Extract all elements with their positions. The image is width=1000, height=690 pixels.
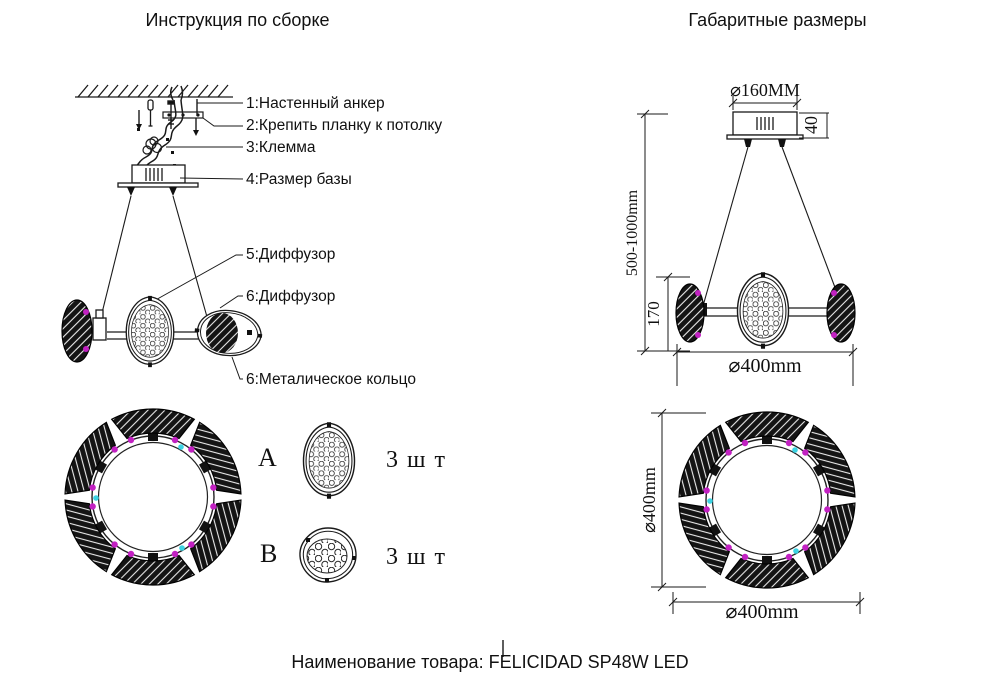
wire-bundle	[134, 85, 184, 171]
callout-diffuser-6: 6:Диффузор	[246, 288, 336, 305]
side-diffuser	[675, 283, 705, 343]
callout-terminal: 3:Клемма	[246, 139, 316, 156]
top-view-right	[670, 412, 864, 588]
dim-label-ring-diameter-side: ⌀400mm	[728, 355, 802, 377]
dim-suspension-height	[637, 109, 668, 356]
right-panel-title: Габаритные размеры	[688, 10, 867, 30]
callout-leaders	[151, 102, 244, 380]
screwdriver-icon	[147, 99, 154, 127]
ceiling-hatch	[77, 84, 229, 98]
side-view-right	[675, 272, 856, 349]
suspension-wire	[98, 195, 132, 326]
metal-ring-diffuser	[192, 307, 265, 360]
callout-diffuser-5: 5:Диффузор	[246, 246, 336, 263]
side-view-left	[61, 195, 265, 367]
diffuser-a	[738, 272, 789, 349]
dim-ring-diameter-side	[672, 344, 858, 386]
arrow-down-icon	[136, 110, 199, 136]
legend-icon-a	[304, 422, 355, 499]
side-diffuser	[826, 283, 856, 343]
ceiling	[75, 84, 233, 98]
suspension-wire	[172, 195, 210, 325]
left-panel-title: Инструкция по сборке	[145, 10, 330, 30]
suspension-wires-right	[702, 146, 843, 307]
diffuser-a	[126, 296, 174, 367]
dim-label-top-view-horizontal: ⌀400mm	[725, 601, 799, 623]
dim-label-suspension-height: 500-1000mm	[624, 189, 642, 277]
dim-label-top-view-vertical: ⌀400mm	[639, 467, 660, 533]
callout-ceiling-strap: 2:Крепить планку к потолку	[246, 117, 443, 134]
callout-base-size: 4:Размер базы	[246, 171, 352, 188]
dim-label-fixture-height: 170	[643, 301, 663, 327]
canopy-base	[117, 164, 199, 196]
legend-icon-b	[299, 527, 357, 583]
dim-label-canopy-diameter: ⌀160MM	[730, 80, 800, 100]
legend-qty-b: 3шт	[386, 544, 454, 570]
legend-variant-b: B	[260, 539, 278, 568]
dim-canopy-diameter	[728, 96, 802, 110]
dim-top-view-horizontal	[668, 592, 865, 614]
side-diffuser	[61, 299, 93, 363]
canopy-dim-view	[726, 111, 804, 147]
dim-canopy-height	[799, 112, 829, 139]
dim-fixture-height	[637, 272, 690, 352]
legend-qty-a: 3шт	[386, 447, 454, 473]
top-view-left	[56, 409, 250, 585]
legend-variant-a: A	[258, 443, 277, 472]
dim-label-canopy-height: 40	[801, 116, 822, 134]
callout-metal-ring: 6:Металическое кольцо	[246, 371, 416, 388]
callout-wall-anchor: 1:Настенный анкер	[246, 95, 385, 112]
product-name: Наименование товара: FELICIDAD SP48W LED	[291, 652, 689, 672]
dim-top-view-vertical	[651, 408, 706, 592]
